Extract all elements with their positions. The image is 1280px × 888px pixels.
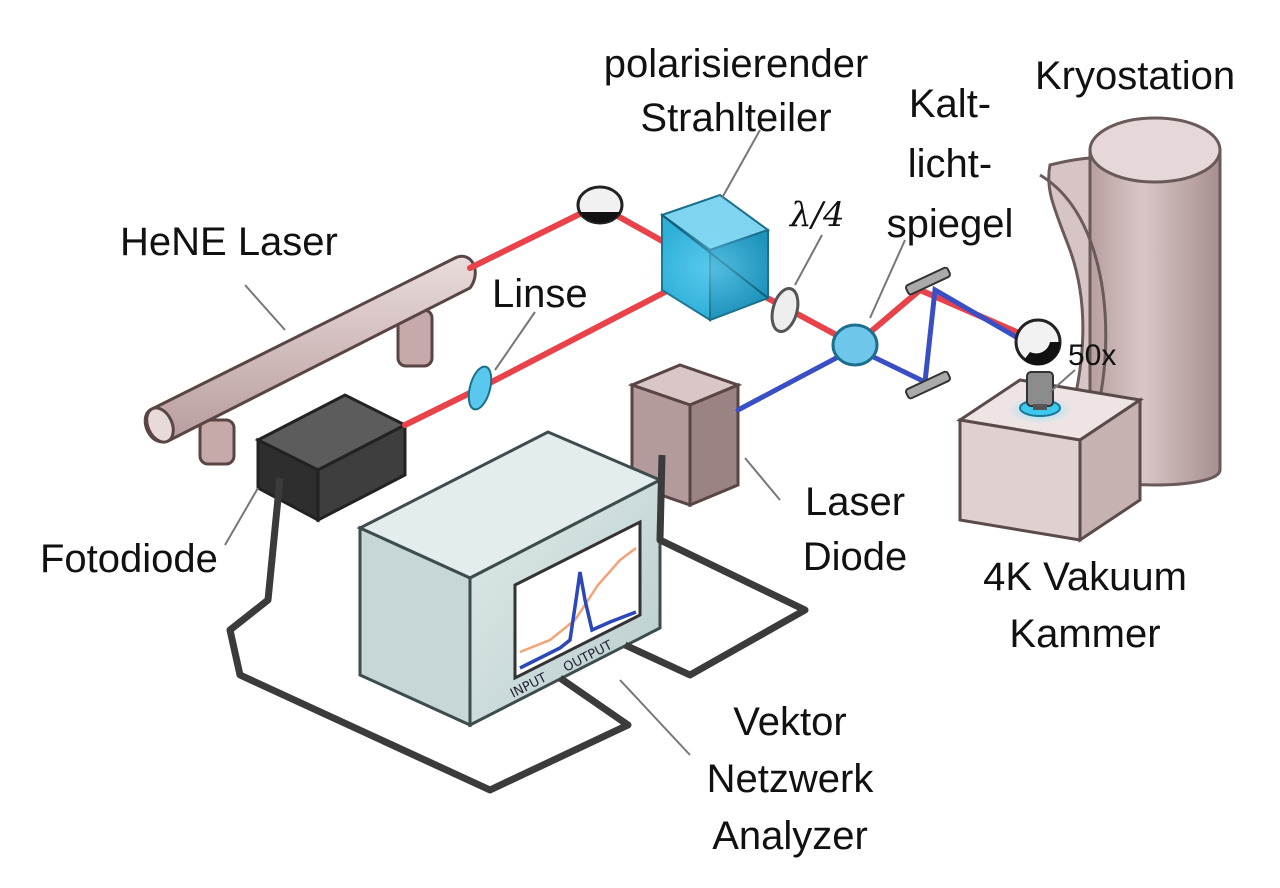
label-pbs-line1: polarisierender (603, 42, 869, 86)
label-vna-line1: Vektor (733, 700, 847, 744)
label-vakuum-line2: Kammer (1009, 612, 1161, 656)
photodiode-side (316, 422, 407, 523)
leader-linse (494, 311, 536, 371)
leader-50x (1049, 369, 1076, 393)
label-hene-laser: HeNE Laser (120, 220, 338, 264)
beam-splitter-cube (652, 193, 772, 322)
label-lambda-quarter: λ/4 (790, 195, 845, 235)
cable-photodiode (226, 477, 632, 794)
leader-laser-diode (744, 457, 781, 501)
label-laser-diode-line2: Diode (802, 535, 908, 579)
chamber-front (958, 418, 1082, 542)
lambda-quarter-plate (770, 287, 800, 333)
label-kalt-line3: spiegel (886, 202, 1014, 246)
lens (467, 365, 493, 411)
leader-vna (619, 679, 691, 756)
cold-mirror-upper (905, 266, 951, 296)
laser-diode-side (688, 382, 740, 508)
vacuum-chamber (956, 371, 1144, 543)
label-vakuum-line1: 4K Vakuum (983, 555, 1187, 599)
vector-network-analyzer (356, 430, 664, 728)
objective-tip (1033, 404, 1047, 410)
chamber-side (1078, 397, 1142, 543)
vna-trace-blue (519, 571, 637, 670)
cryostat-top (1088, 116, 1222, 184)
leader-pbs (721, 129, 761, 199)
hene-laser (143, 254, 477, 466)
cable-laser-diode (623, 454, 809, 679)
turning-mirror-back (580, 212, 620, 223)
leader-fotodiode (224, 487, 259, 546)
cold-mirror-lower (905, 370, 951, 400)
leader-lines (224, 129, 1076, 756)
label-kalt-line2: licht- (907, 142, 993, 186)
label-fotodiode: Fotodiode (40, 537, 218, 581)
objective-body (1026, 371, 1054, 407)
cables (226, 454, 809, 794)
label-vna-line2: Netzwerk (706, 757, 874, 801)
laser-tube-end (145, 406, 175, 444)
label-linse: Linse (492, 272, 588, 316)
label-pbs-line2: Strahlteiler (640, 96, 832, 140)
cryo-mirror-back (1024, 342, 1061, 366)
label-laser-diode-line1: Laser (804, 480, 906, 524)
label-vna-line3: Analyzer (712, 814, 868, 858)
label-objective-50x: 50x (1068, 339, 1117, 372)
label-kalt-line1: Kalt- (908, 82, 992, 126)
leader-lambda (794, 234, 823, 286)
pbs-glow (652, 218, 772, 318)
label-kryostation: Kryostation (1035, 54, 1236, 98)
leader-hene (244, 284, 286, 331)
optics (467, 185, 1062, 411)
leader-kalt (869, 239, 906, 319)
stand-left (198, 418, 236, 466)
dichroic-mirror (831, 323, 879, 367)
